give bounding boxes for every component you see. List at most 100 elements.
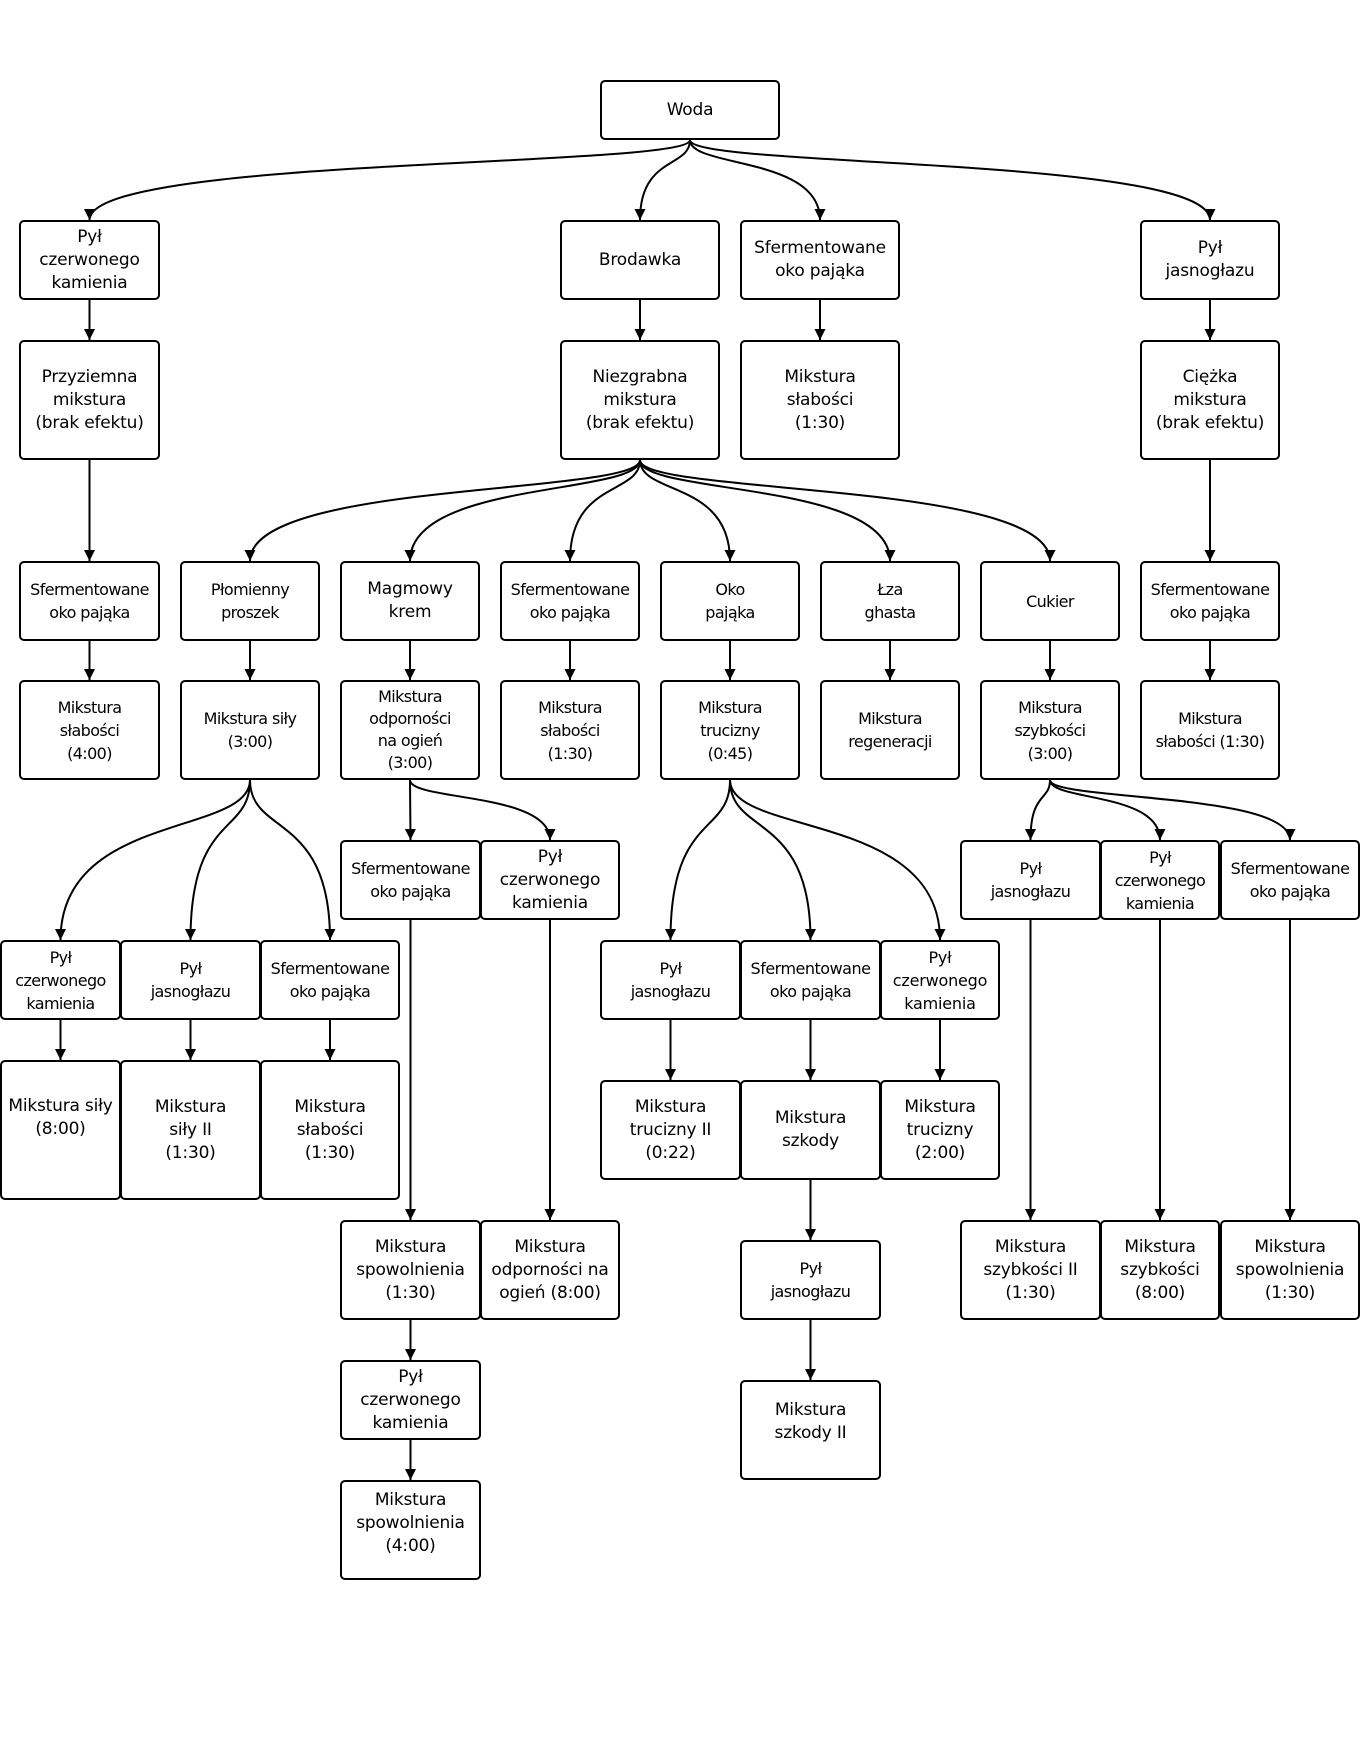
node-label: Niezgrabna mikstura (brak efektu) [585,366,695,433]
node-label: Sfermentowane oko pająka [1230,859,1350,901]
node-label: Brodawka [598,249,682,270]
node-label: Przyziemna mikstura (brak efektu) [35,366,144,433]
node-oko-pajaka: Oko pająka [660,561,800,641]
arrow-niezgrabna-to-sferm_niez [564,459,641,562]
node-label: Pył czerwonego kamienia [39,226,140,293]
node-label: Mikstura siły II (1:30) [154,1096,227,1163]
node-label: Pył czerwonego kamienia [499,846,601,913]
arrow-odpornosci_300-to-sferm_magm [404,779,416,841]
arrow-woda-to-pyl_czerw_1 [84,139,691,221]
node-mikstura-slabosci: Mikstura słabości (4:00) [19,680,160,780]
node-niezgrabna-mikstura: Niezgrabna mikstura (brak efektu) [560,340,720,460]
node-label: Mikstura odporności na ogień (3:00) [369,687,451,772]
node-label: Mikstura szkody [774,1108,847,1151]
node-label: Pył jasnogłazu [150,959,231,1001]
node-label: Mikstura szybkości (8:00) [1120,1236,1200,1303]
node-label: Pył jasnogłazu [630,959,711,1001]
arrow-trucizny_045-to-pyl_jasn_truc [665,779,731,941]
node-label: Pył jasnogłazu [770,1259,851,1301]
node-label: Mikstura trucizny II (0:22) [629,1096,712,1163]
arrow-niezgrabna-to-cukier [639,459,1056,562]
node-mikstura-szkody: Mikstura szkody [740,1080,881,1180]
node-mikstura-spowolnienia: Mikstura spowolnienia (4:00) [340,1480,481,1580]
node-label: Mikstura szkody II [774,1400,847,1443]
node-label: Łza ghasta [864,580,917,622]
node-label: Ciężka mikstura (brak efektu) [1155,366,1265,433]
node-label: Sfermentowane oko pająka [351,859,470,901]
node-pyl-jasnoglazu: Pył jasnogłazu [1140,220,1280,300]
arrow-niezgrabna-to-plomienny [244,459,641,562]
node-mikstura-trucizny-ii: Mikstura trucizny II (0:22) [600,1080,741,1180]
node-mikstura-odpornosci-na-ogien: Mikstura odporności na ogień (8:00) [480,1220,620,1320]
node-pyl-jasnoglazu: Pył jasnogłazu [740,1240,881,1320]
node-mikstura-slabosci: Mikstura słabości (1:30) [740,340,900,460]
arrow-niezgrabna-to-lza [639,459,896,562]
node-label: Pył jasnogłazu [990,859,1071,901]
node-magmowy-krem: Magmowy krem [340,561,480,641]
node-label: Sfermentowane oko pająka [750,959,871,1001]
node-label: Pył czerwonego kamienia [15,947,106,1013]
node-label: Mikstura szybkości (3:00) [1014,697,1086,763]
node-label: Mikstura spowolnienia (4:00) [356,1489,465,1556]
arrow-woda-to-sferm_top [689,139,826,221]
node-mikstura-regeneracji: Mikstura regeneracji [820,680,960,780]
node-label: Mikstura słabości (1:30) [294,1096,366,1163]
node-cukier: Cukier [980,561,1120,641]
node-pyl-jasnoglazu: Pył jasnogłazu [960,840,1101,920]
node-label: Pył czerwonego kamienia [892,947,988,1013]
node-plomienny-proszek: Płomienny proszek [180,561,320,641]
node-mikstura-trucizny: Mikstura trucizny (0:45) [660,680,800,780]
arrow-szybkosci_300-to-pyl_jasn_cuk [1025,779,1051,841]
node-przyziemna-mikstura: Przyziemna mikstura (brak efektu) [19,340,160,460]
node-pyl-czerwonego-kamienia: Pył czerwonego kamienia [340,1360,481,1440]
node-mikstura-szybkosci: Mikstura szybkości (8:00) [1100,1220,1220,1320]
arrow-niezgrabna-to-oko [639,459,736,562]
node-label: Mikstura odporności na ogień (8:00) [491,1236,609,1303]
node-mikstura-slabosci: Mikstura słabości (1:30) [260,1060,400,1200]
node-ciezka-mikstura: Ciężka mikstura (brak efektu) [1140,340,1280,460]
arrow-szybkosci_300-to-sferm_cuk [1049,779,1296,841]
node-label: Sfermentowane oko pająka [30,580,149,622]
node-label: Płomienny proszek [210,580,290,622]
arrow-sily_300-to-sferm_sily [249,779,336,941]
node-pyl-jasnoglazu: Pył jasnogłazu [600,940,741,1020]
arrow-woda-to-pyl_jasn_1 [689,139,1216,221]
node-label: Mikstura szybkości II (1:30) [983,1236,1078,1303]
node-mikstura-slabosci: Mikstura słabości (1:30) [1140,680,1280,780]
node-mikstura-odpornosci-na-ogien: Mikstura odporności na ogień (3:00) [340,680,480,780]
node-pyl-czerwonego-kamienia: Pył czerwonego kamienia [0,940,121,1020]
node-mikstura-spowolnienia: Mikstura spowolnienia (1:30) [1220,1220,1360,1320]
node-pyl-jasnoglazu: Pył jasnogłazu [120,940,261,1020]
node-mikstura-sily: Mikstura siły (8:00) [0,1060,121,1200]
node-pyl-czerwonego-kamienia: Pył czerwonego kamienia [19,220,160,300]
node-sfermentowane-oko-pajaka: Sfermentowane oko pająka [340,840,481,920]
arrow-woda-to-brodawka [634,139,691,221]
node-pyl-czerwonego-kamienia: Pył czerwonego kamienia [1100,840,1220,920]
node-pyl-czerwonego-kamienia: Pył czerwonego kamienia [480,840,620,920]
node-woda: Woda [600,80,780,140]
node-label: Pył jasnogłazu [1165,238,1255,281]
node-label: Magmowy krem [367,579,453,622]
node-sfermentowane-oko-pajaka: Sfermentowane oko pająka [1140,561,1280,641]
node-label: Oko pająka [705,580,755,622]
node-sfermentowane-oko-pajaka: Sfermentowane oko pająka [740,220,900,300]
node-label: Mikstura regeneracji [848,709,932,751]
node-mikstura-sily-ii: Mikstura siły II (1:30) [120,1060,261,1200]
node-label: Mikstura słabości (1:30) [784,366,856,433]
node-mikstura-szybkosci-ii: Mikstura szybkości II (1:30) [960,1220,1101,1320]
node-label: Cukier [1026,591,1074,611]
arrow-trucizny_045-to-sferm_truc [729,779,816,941]
node-label: Pył czerwonego kamienia [1114,847,1206,913]
node-mikstura-sily: Mikstura siły (3:00) [180,680,320,780]
node-label: Mikstura słabości (1:30) [1155,709,1265,751]
node-label: Sfermentowane oko pająka [270,959,390,1001]
node-brodawka: Brodawka [560,220,720,300]
node-mikstura-szkody-ii: Mikstura szkody II [740,1380,881,1480]
node-mikstura-spowolnienia: Mikstura spowolnienia (1:30) [340,1220,481,1320]
node-sfermentowane-oko-pajaka: Sfermentowane oko pająka [260,940,400,1020]
node-label: Mikstura słabości (4:00) [57,697,122,763]
node-label: Mikstura siły (3:00) [203,709,297,751]
arrow-odpornosci_300-to-pyl_czerw_magm [409,779,556,841]
node-sfermentowane-oko-pajaka: Sfermentowane oko pająka [19,561,160,641]
